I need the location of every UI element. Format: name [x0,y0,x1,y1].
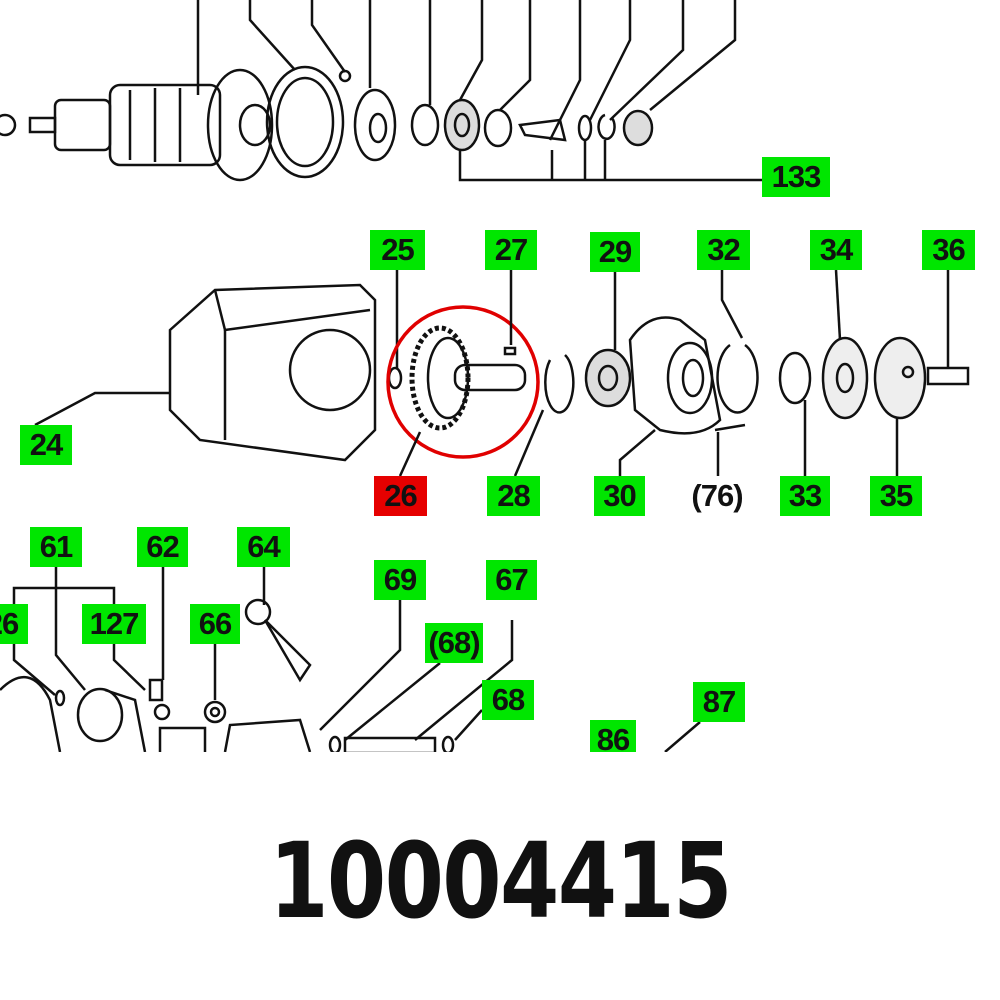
callout-label[interactable]: 67 [486,560,537,600]
part-number: 10004415 [269,820,732,942]
callout-label[interactable]: 29 [590,232,640,272]
callout-label[interactable]: 32 [697,230,750,270]
callout-label[interactable]: 33 [780,476,830,516]
lower-parts [0,566,701,752]
callout-label[interactable]: 25 [370,230,425,270]
callout-label[interactable]: 36 [922,230,975,270]
callout-label[interactable]: 127 [82,604,146,644]
exploded-parts-diagram: 133 25 27 29 32 34 36 24 26 28 30 (76) 3… [0,0,975,752]
callout-label[interactable]: 87 [693,682,745,722]
diagram-drawing [0,0,970,752]
bearings-and-flange [513,269,970,477]
callout-label[interactable]: 64 [237,527,290,567]
callout-label[interactable]: 28 [487,476,540,516]
armature-assembly [0,68,274,182]
highlight-circle [386,305,540,459]
callout-label[interactable]: 133 [762,157,830,197]
callout-label[interactable]: 86 [590,720,636,752]
callout-label[interactable]: 66 [190,604,240,644]
gear-housing [34,270,403,462]
callout-label[interactable]: 27 [485,230,537,270]
callout-label[interactable]: 68 [482,680,534,720]
callout-label[interactable]: 30 [594,476,645,516]
callout-label[interactable]: (76) [691,478,743,513]
callout-label[interactable]: 24 [20,425,72,465]
intermediate-gear-shaft [386,270,540,477]
callout-label[interactable]: 26 [0,604,28,644]
callout-label[interactable]: 62 [137,527,188,567]
callout-label-highlighted[interactable]: 26 [374,476,427,516]
callout-label[interactable]: 35 [870,476,922,516]
washer-parts-top [265,65,654,179]
top-leader-lines [196,0,762,182]
callout-label[interactable]: 61 [30,527,82,567]
callout-label[interactable]: 34 [810,230,862,270]
callout-label[interactable]: 69 [374,560,426,600]
callout-label[interactable]: (68) [425,623,483,663]
